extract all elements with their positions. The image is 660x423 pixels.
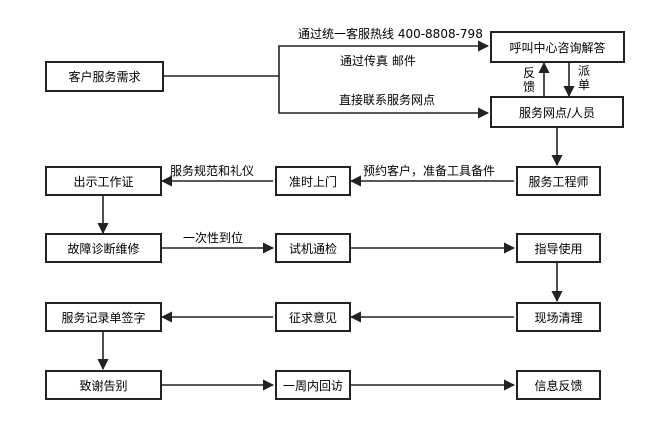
node-feedback-collect: 征求意见 — [275, 302, 351, 332]
node-site-cleanup: 现场清理 — [516, 302, 601, 332]
node-service-outlet: 服务网点/人员 — [490, 96, 624, 128]
label-hotline: 通过统一客服热线 400-8808-798 — [298, 27, 483, 41]
node-info-feedback: 信息反馈 — [516, 370, 601, 400]
node-usage-guide: 指导使用 — [516, 233, 601, 263]
node-customer-request: 客户服务需求 — [45, 61, 164, 92]
label-etiquette: 服务规范和礼仪 — [170, 164, 255, 178]
label-appointment: 预约客户，准备工具备件 — [363, 164, 496, 178]
node-weekly-callback: 一周内回访 — [275, 370, 351, 400]
node-service-engineer: 服务工程师 — [516, 166, 601, 196]
connector-request-trunk — [164, 40, 490, 77]
node-call-center: 呼叫中心咨询解答 — [490, 31, 625, 63]
label-fax-mail: 通过传真 邮件 — [340, 54, 416, 68]
label-one-time-fix: 一次性到位 — [183, 231, 244, 245]
node-fault-repair: 故障诊断维修 — [45, 233, 162, 263]
node-show-id: 出示工作证 — [45, 166, 162, 196]
node-sign-record: 服务记录单签字 — [45, 302, 162, 332]
node-on-time-visit: 准时上门 — [275, 166, 351, 196]
label-dispatch: 派单 — [577, 64, 590, 92]
node-thank-farewell: 致谢告别 — [45, 370, 162, 400]
label-direct-contact: 直接联系服务网点 — [339, 93, 436, 107]
node-test-run: 试机通检 — [275, 233, 351, 263]
label-feedback: 反馈 — [522, 66, 535, 94]
connector-request-to-outlet — [278, 76, 490, 119]
